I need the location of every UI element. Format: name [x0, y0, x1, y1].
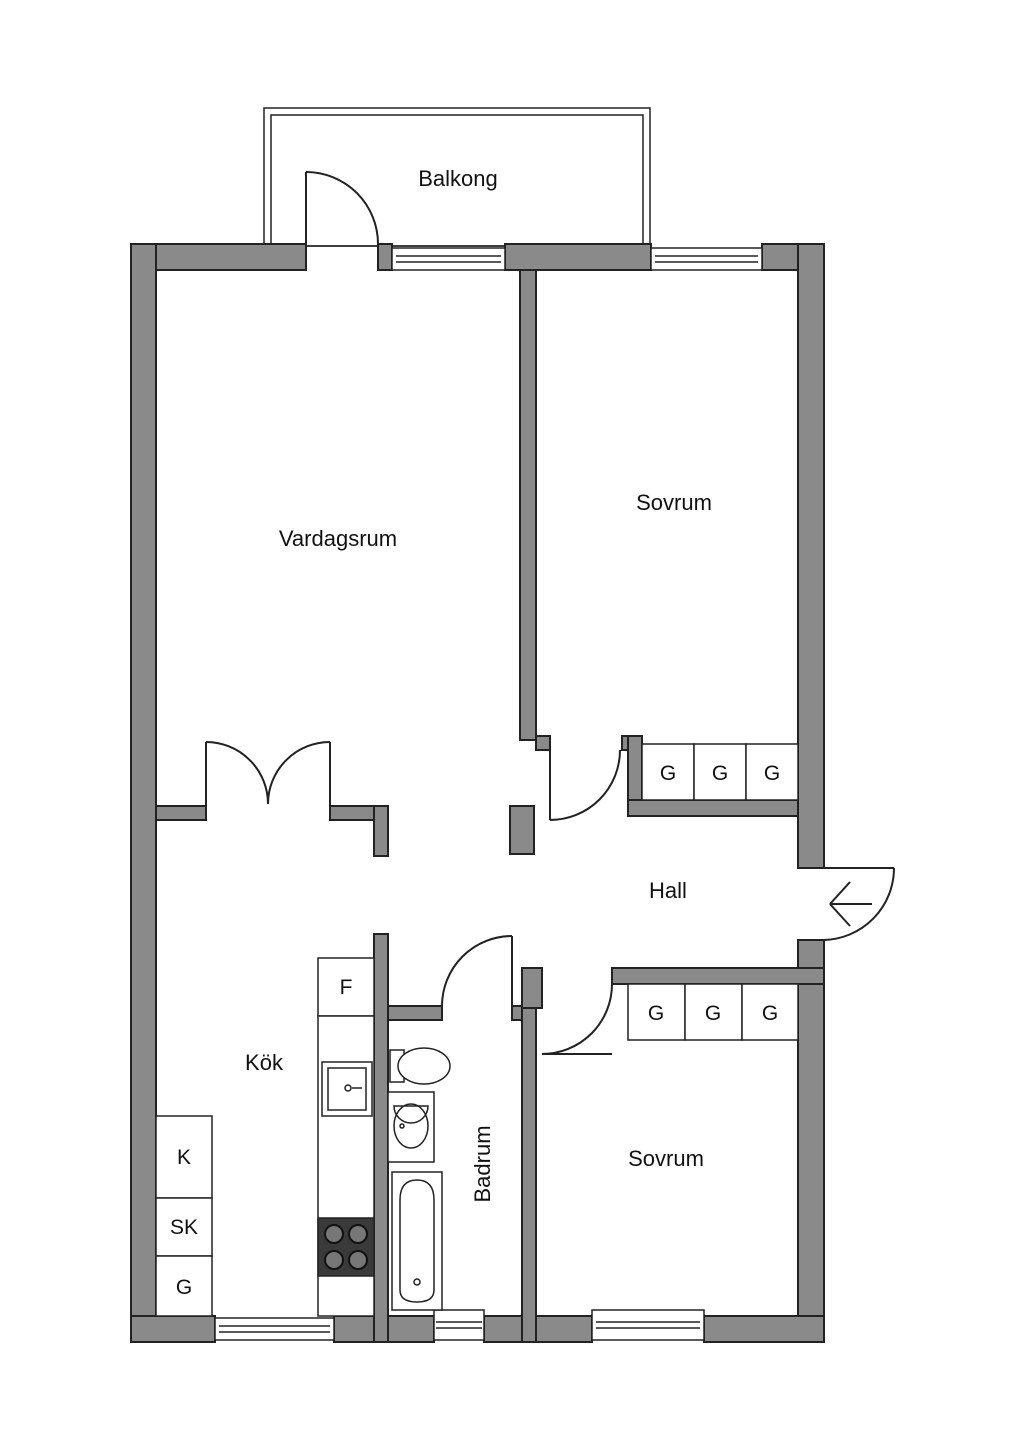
- bathtub-icon: [391, 1171, 443, 1311]
- room-label-hall: Hall: [649, 878, 687, 903]
- interior-walls: [155, 269, 825, 1343]
- bathroom-fixtures: [387, 1047, 451, 1311]
- fridge-label: F: [340, 976, 353, 999]
- kitchen-cabinets: K SK G: [155, 1115, 213, 1317]
- room-label-vardagsrum: Vardagsrum: [279, 526, 397, 551]
- closets-top: G G G: [641, 743, 799, 801]
- toilet-icon: [389, 1047, 451, 1085]
- room-label-sovrum-top: Sovrum: [636, 490, 712, 515]
- doors: [205, 171, 895, 1055]
- room-label-badrum: Badrum: [470, 1125, 495, 1202]
- room-label-sovrum-bottom: Sovrum: [628, 1146, 704, 1171]
- cabinet-label: G: [176, 1276, 192, 1299]
- closets-bottom: G G G: [627, 983, 799, 1041]
- closet-label: G: [705, 1002, 721, 1025]
- cabinet-label: K: [177, 1146, 191, 1169]
- room-label-kok: Kök: [245, 1050, 284, 1075]
- washbasin-icon: [387, 1091, 435, 1163]
- sink-icon: [321, 1061, 373, 1117]
- stove-icon: [317, 1217, 375, 1277]
- closet-label: G: [764, 762, 780, 785]
- closet-label: G: [762, 1002, 778, 1025]
- closet-label: G: [648, 1002, 664, 1025]
- cabinet-label: SK: [170, 1216, 198, 1239]
- closet-label: G: [660, 762, 676, 785]
- kitchen-counter: F: [317, 957, 375, 1317]
- windows: [214, 247, 763, 1341]
- room-labels: Balkong Vardagsrum Sovrum Hall Kök Sovru…: [245, 166, 712, 1203]
- room-label-balkong: Balkong: [418, 166, 498, 191]
- closet-label: G: [712, 762, 728, 785]
- balcony: [263, 107, 651, 247]
- entrance-arrow-icon: [829, 881, 872, 927]
